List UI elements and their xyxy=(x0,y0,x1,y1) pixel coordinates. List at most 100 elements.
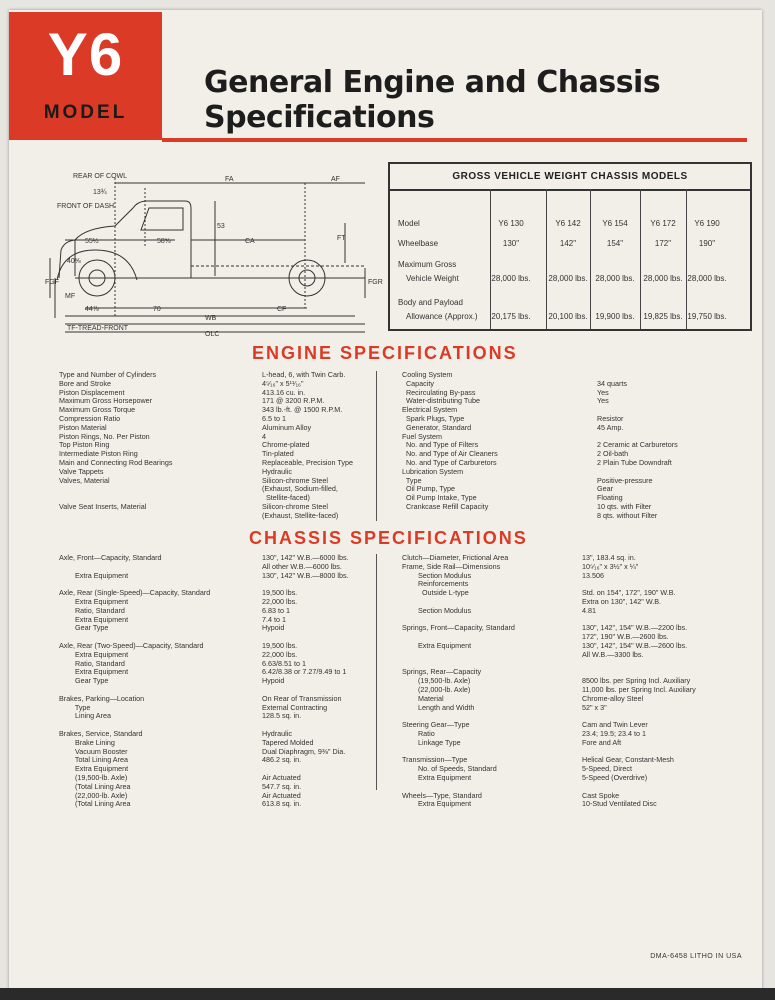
spec-value: 6.5 to 1 xyxy=(262,413,286,423)
spec-label: Top Piston Ring xyxy=(59,440,110,450)
gvw-cell: 190" xyxy=(698,239,716,248)
spec-value: 52" x 3" xyxy=(582,702,607,712)
spec-value: Fore and Aft xyxy=(582,737,622,747)
spec-value: All W.B.—3300 lbs. xyxy=(582,649,644,659)
spec-label: Type xyxy=(59,702,91,712)
spec-value: Chrome-alloy Steel xyxy=(582,693,644,703)
spec-label: Springs, Rear—Capacity xyxy=(402,667,482,677)
spec-value: L-head, 6, with Twin Carb. xyxy=(262,370,346,379)
spec-value: Hydraulic xyxy=(262,728,292,738)
spec-value: Tin-plated xyxy=(262,449,294,459)
label-53: 53 xyxy=(217,223,225,230)
spec-label: Clutch—Diameter, Frictional Area xyxy=(402,553,509,562)
spec-value: 10 qts. with Filter xyxy=(597,501,652,511)
spec-label: Axle, Rear (Single-Speed)—Capacity, Stan… xyxy=(59,588,211,598)
spec-value: 5-Speed (Overdrive) xyxy=(582,772,648,782)
spec-label: Extra Equipment xyxy=(59,596,129,606)
spec-value: Helical Gear, Constant-Mesh xyxy=(582,755,674,765)
spec-label: Extra Equipment xyxy=(59,570,129,580)
spec-label: Extra Equipment xyxy=(402,640,472,650)
spec-value: 4⁵⁄₁₆" x 5¹¹⁄₁₆" xyxy=(262,378,304,388)
footer-code: DMA-6458 LITHO IN USA xyxy=(650,953,742,960)
spec-label: Extra Equipment xyxy=(59,649,129,659)
spec-label: Valves, Material xyxy=(59,475,110,485)
spec-value: 130", 142" W.B.—8000 lbs. xyxy=(262,570,349,580)
spec-value: 413.16 cu. in. xyxy=(262,387,306,397)
spec-label: Axle, Front—Capacity, Standard xyxy=(59,553,162,562)
spec-label: No. and Type of Filters xyxy=(402,440,479,450)
title-rule xyxy=(162,138,747,142)
spec-label: Crankcase Refill Capacity xyxy=(402,501,489,511)
spec-value: 171 @ 3200 R.P.M. xyxy=(262,396,325,406)
spec-label: Ratio, Standard xyxy=(59,605,125,615)
spec-label: Intermediate Piston Ring xyxy=(59,449,138,459)
spec-label: (19,500-lb. Axle) xyxy=(402,676,471,686)
label-55: 55½ xyxy=(85,237,99,245)
spec-label: Oil Pump, Type xyxy=(402,484,455,494)
spec-label: Brake Lining xyxy=(59,737,115,747)
spec-value: Hydraulic xyxy=(262,466,292,476)
label-cf: CF xyxy=(277,306,286,313)
spec-label: Type xyxy=(402,475,422,485)
label-fgr: FGR xyxy=(368,279,383,286)
logo-model-code: Y6 xyxy=(47,21,124,88)
gvw-cell: 28,000 lbs. xyxy=(548,274,588,283)
spec-label: (22,000-lb. Axle) xyxy=(59,790,128,800)
spec-label: Transmission—Type xyxy=(402,755,468,765)
cab-outline xyxy=(74,200,192,278)
spec-label: (19,500-lb. Axle) xyxy=(59,772,128,782)
gvw-column-divider xyxy=(686,189,687,329)
label-fgf: FGF xyxy=(45,279,59,286)
spec-label: No. of Speeds, Standard xyxy=(402,764,497,774)
spec-sheet: Y6 MODEL General Engine and Chassis Spec… xyxy=(9,10,762,992)
label-mf: MF xyxy=(65,293,75,300)
spec-value: 486.2 sq. in. xyxy=(262,755,302,765)
spec-value: 19,500 lbs. xyxy=(262,640,298,650)
spec-label: Capacity xyxy=(402,378,434,388)
spec-label: Generator, Standard xyxy=(402,422,472,432)
gvw-cell: 20,175 lbs. xyxy=(491,312,531,321)
gvw-cell: 130" xyxy=(502,239,520,248)
spec-value: Dual Diaphragm, 9⅜" Dia. xyxy=(262,746,346,756)
spec-label: Brakes, Parking—Location xyxy=(59,693,145,703)
spec-value: 130", 142", 154" W.B.—2600 lbs. xyxy=(582,640,688,650)
spec-value: 10⁵⁄₁₆" x 3½" x ¼" xyxy=(582,561,639,571)
spec-label: Piston Material xyxy=(59,422,107,432)
label-front-of-dash: FRONT OF DASH xyxy=(57,203,114,210)
spec-value: 6.83 to 1 xyxy=(262,605,290,615)
spec-value: Air Actuated xyxy=(262,772,301,782)
spec-value: Aluminum Alloy xyxy=(262,422,312,432)
gvw-cell: 28,000 lbs. xyxy=(687,274,727,283)
spec-label: Steering Gear—Type xyxy=(402,720,470,730)
spec-label: No. and Type of Carburetors xyxy=(402,457,497,467)
spec-label: Maximum Gross Torque xyxy=(59,405,136,415)
label-ca: CA xyxy=(245,238,255,245)
spec-value: 23.4; 19.5; 23.4 to 1 xyxy=(582,728,646,738)
spec-value: Silicon-chrome Steel xyxy=(262,475,328,485)
bottom-strip xyxy=(0,988,775,1000)
spec-label: Spark Plugs, Type xyxy=(402,413,465,423)
spec-value: Chrome-plated xyxy=(262,440,310,450)
spec-value: 6.42/8.38 or 7.27/9.49 to 1 xyxy=(262,667,347,677)
gvw-cell: 19,900 lbs. xyxy=(595,312,635,321)
spec-value: External Contracting xyxy=(262,702,328,712)
spec-value: Hypoid xyxy=(262,676,285,686)
gvw-cell: 28,000 lbs. xyxy=(643,274,683,283)
gvw-cell: 20,100 lbs. xyxy=(548,312,588,321)
spec-value: Air Actuated xyxy=(262,790,301,800)
spec-value: 19,500 lbs. xyxy=(262,588,298,598)
gvw-table-title: GROSS VEHICLE WEIGHT CHASSIS MODELS xyxy=(390,164,750,191)
chassis-title: CHASSIS SPECIFICATIONS xyxy=(249,528,528,548)
gvw-column-divider xyxy=(490,189,491,329)
label-13: 13¾ xyxy=(93,189,107,196)
gvw-row-label: Wheelbase xyxy=(398,239,439,248)
gvw-row-label-cont: Allowance (Approx.) xyxy=(406,312,478,321)
engine-title: ENGINE SPECIFICATIONS xyxy=(252,343,518,363)
spec-value: 2 Ceramic at Carburetors xyxy=(597,440,678,450)
spec-value: 8500 lbs. per Spring Incl. Auxiliary xyxy=(582,676,691,686)
spec-label: Section Modulus xyxy=(402,605,472,615)
spec-value: 547.7 sq. in. xyxy=(262,781,302,791)
chassis-divider xyxy=(376,554,377,790)
spec-value: Floating xyxy=(597,493,623,503)
label-ft: FT xyxy=(337,235,346,242)
